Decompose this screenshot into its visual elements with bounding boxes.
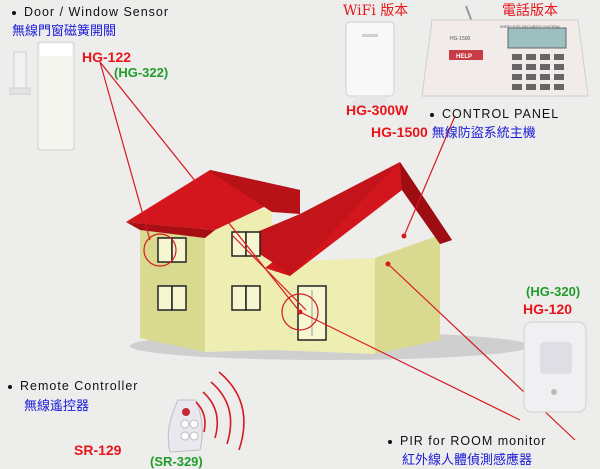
pir-device xyxy=(523,321,587,413)
door-sensor-alt-model: (HG-322) xyxy=(114,65,169,80)
remote-device xyxy=(167,371,245,453)
control-panel-title-text: CONTROL PANEL xyxy=(442,107,560,121)
phone-version-label: 電話版本 xyxy=(502,3,558,19)
wifi-model: HG-300W xyxy=(346,102,409,118)
remote-title: Remote Controller xyxy=(8,379,138,393)
door-sensor-title: Door / Window Sensor xyxy=(12,5,169,19)
bullet-icon xyxy=(388,439,392,444)
door-sensor-device xyxy=(9,41,75,151)
house xyxy=(126,162,452,354)
control-panel-model: HG-1500 xyxy=(371,124,428,140)
panel-tag-text: HG-1500 xyxy=(450,36,471,42)
remote-model: SR-129 xyxy=(74,442,122,458)
panel-brand-text: WIRELESS SECURITY SYSTEM xyxy=(500,24,560,29)
remote-title-text: Remote Controller xyxy=(20,379,139,393)
bullet-icon xyxy=(12,10,16,15)
control-panel-subtitle: 無線防盜系統主機 xyxy=(431,126,536,141)
bullet-icon xyxy=(8,384,12,389)
panel-help-text: HELP xyxy=(456,54,472,60)
remote-subtitle: 無線遙控器 xyxy=(24,399,90,414)
bullet-icon xyxy=(430,112,434,117)
pir-alt-model: (HG-320) xyxy=(526,284,581,299)
pir-title-text: PIR for ROOM monitor xyxy=(400,434,547,448)
pir-title: PIR for ROOM monitor xyxy=(388,434,546,448)
control-panel-device: WIRELESS SECURITY SYSTEM HG-1500 HELP xyxy=(421,5,589,97)
pir-model: HG-120 xyxy=(523,301,573,317)
door-sensor-model: HG-122 xyxy=(82,49,132,65)
pir-subtitle: 紅外線人體偵測感應器 xyxy=(402,453,533,468)
control-panel-model-line: HG-1500 無線防盜系統主機 xyxy=(371,122,536,141)
pointer-lines xyxy=(99,61,576,441)
remote-alt-model: (SR-329) xyxy=(150,454,203,469)
control-panel-title: CONTROL PANEL xyxy=(430,107,559,121)
door-sensor-title-text: Door / Window Sensor xyxy=(24,5,170,19)
wifi-version-label: WiFi 版本 xyxy=(343,3,409,19)
door-sensor-subtitle: 無線門窗磁簧開關 xyxy=(12,24,117,39)
wifi-device xyxy=(345,21,395,108)
